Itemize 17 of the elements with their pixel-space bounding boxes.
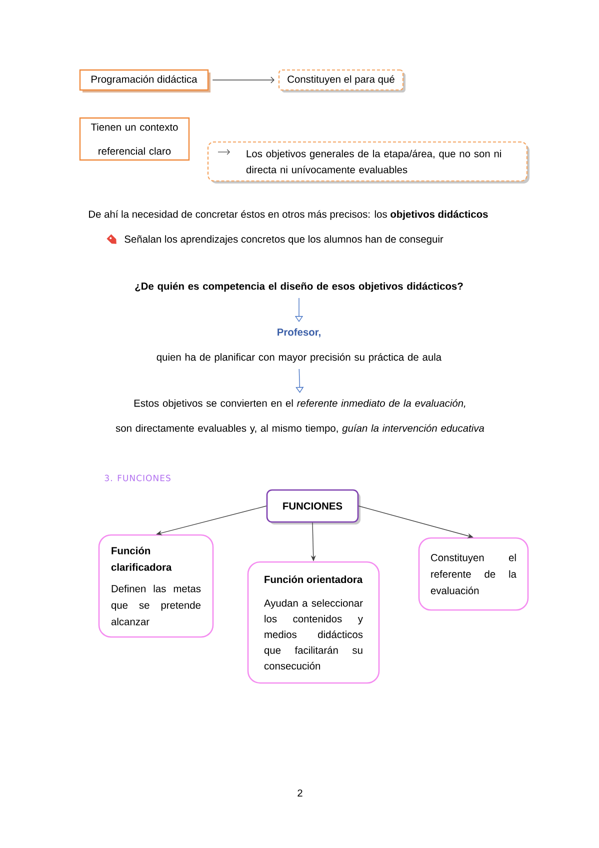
centered-text: Profesor, quien ha de planificar con mayor precisión su práctica de aula (156, 328, 442, 363)
rounded-box: Función clarificadora Definen las metas que se pretende alcanzar (98, 534, 214, 638)
sentence: Señalan los aprendizajes concretos que los alumnos han de conseguir (124, 235, 444, 245)
question-text: ¿De quién es competencia el diseño de esos objetivos didácticos? (135, 282, 463, 292)
centered-text: Estos objetivos se convierten en el referente inmediato de la evaluación, son directamente evaluables y, al mismo tiempo, guían la intervención educativa (116, 399, 484, 434)
rounded-box: FUNCIONES (266, 489, 360, 524)
text-box: Programación didáctica (79, 69, 210, 92)
rounded-box: Función orientadora Ayudan a seleccionar los contenidos y medios didácticos que facilitarán su consecución (247, 561, 380, 684)
dashed-box: Constituyen el para qué (278, 69, 406, 92)
arrow (212, 76, 274, 84)
arrow (296, 368, 304, 393)
rounded-box: Constituyen el referente de la evaluación (418, 537, 529, 611)
dashed-box: Los objetivos generales de la etapa/área, que no son ni directa ni unívocamente evaluables (207, 141, 530, 184)
page-number: 2 (298, 789, 302, 797)
section-heading: 3. FUNCIONES (104, 474, 170, 482)
text-box: Tienen un contexto referencial claro (79, 117, 190, 161)
sentence: De ahí la necesidad de concretar éstos en otros más precisos: los objetivos didácticos (89, 210, 488, 220)
